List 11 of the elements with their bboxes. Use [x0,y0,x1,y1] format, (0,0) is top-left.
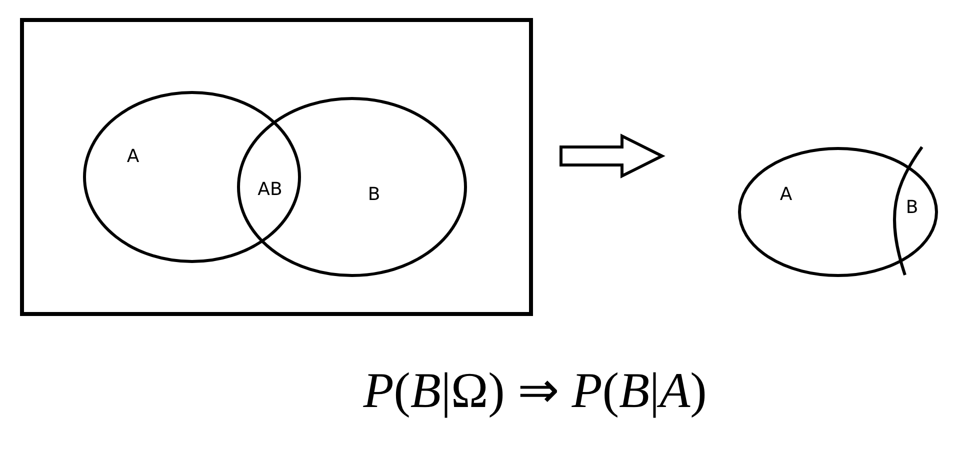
set-label: B [906,198,918,218]
set-ellipse [83,91,301,263]
set-label: A [780,185,792,205]
set-ellipse [237,97,467,277]
probability-formula: P(B|Ω) ⇒ P(B|A) [363,361,707,420]
frame-rectangle [20,18,533,316]
intersection-label: AB [258,180,282,200]
set-ellipse [738,147,938,277]
set-label: B [368,185,380,205]
set-label: A [126,147,140,167]
block-arrow [560,134,666,178]
